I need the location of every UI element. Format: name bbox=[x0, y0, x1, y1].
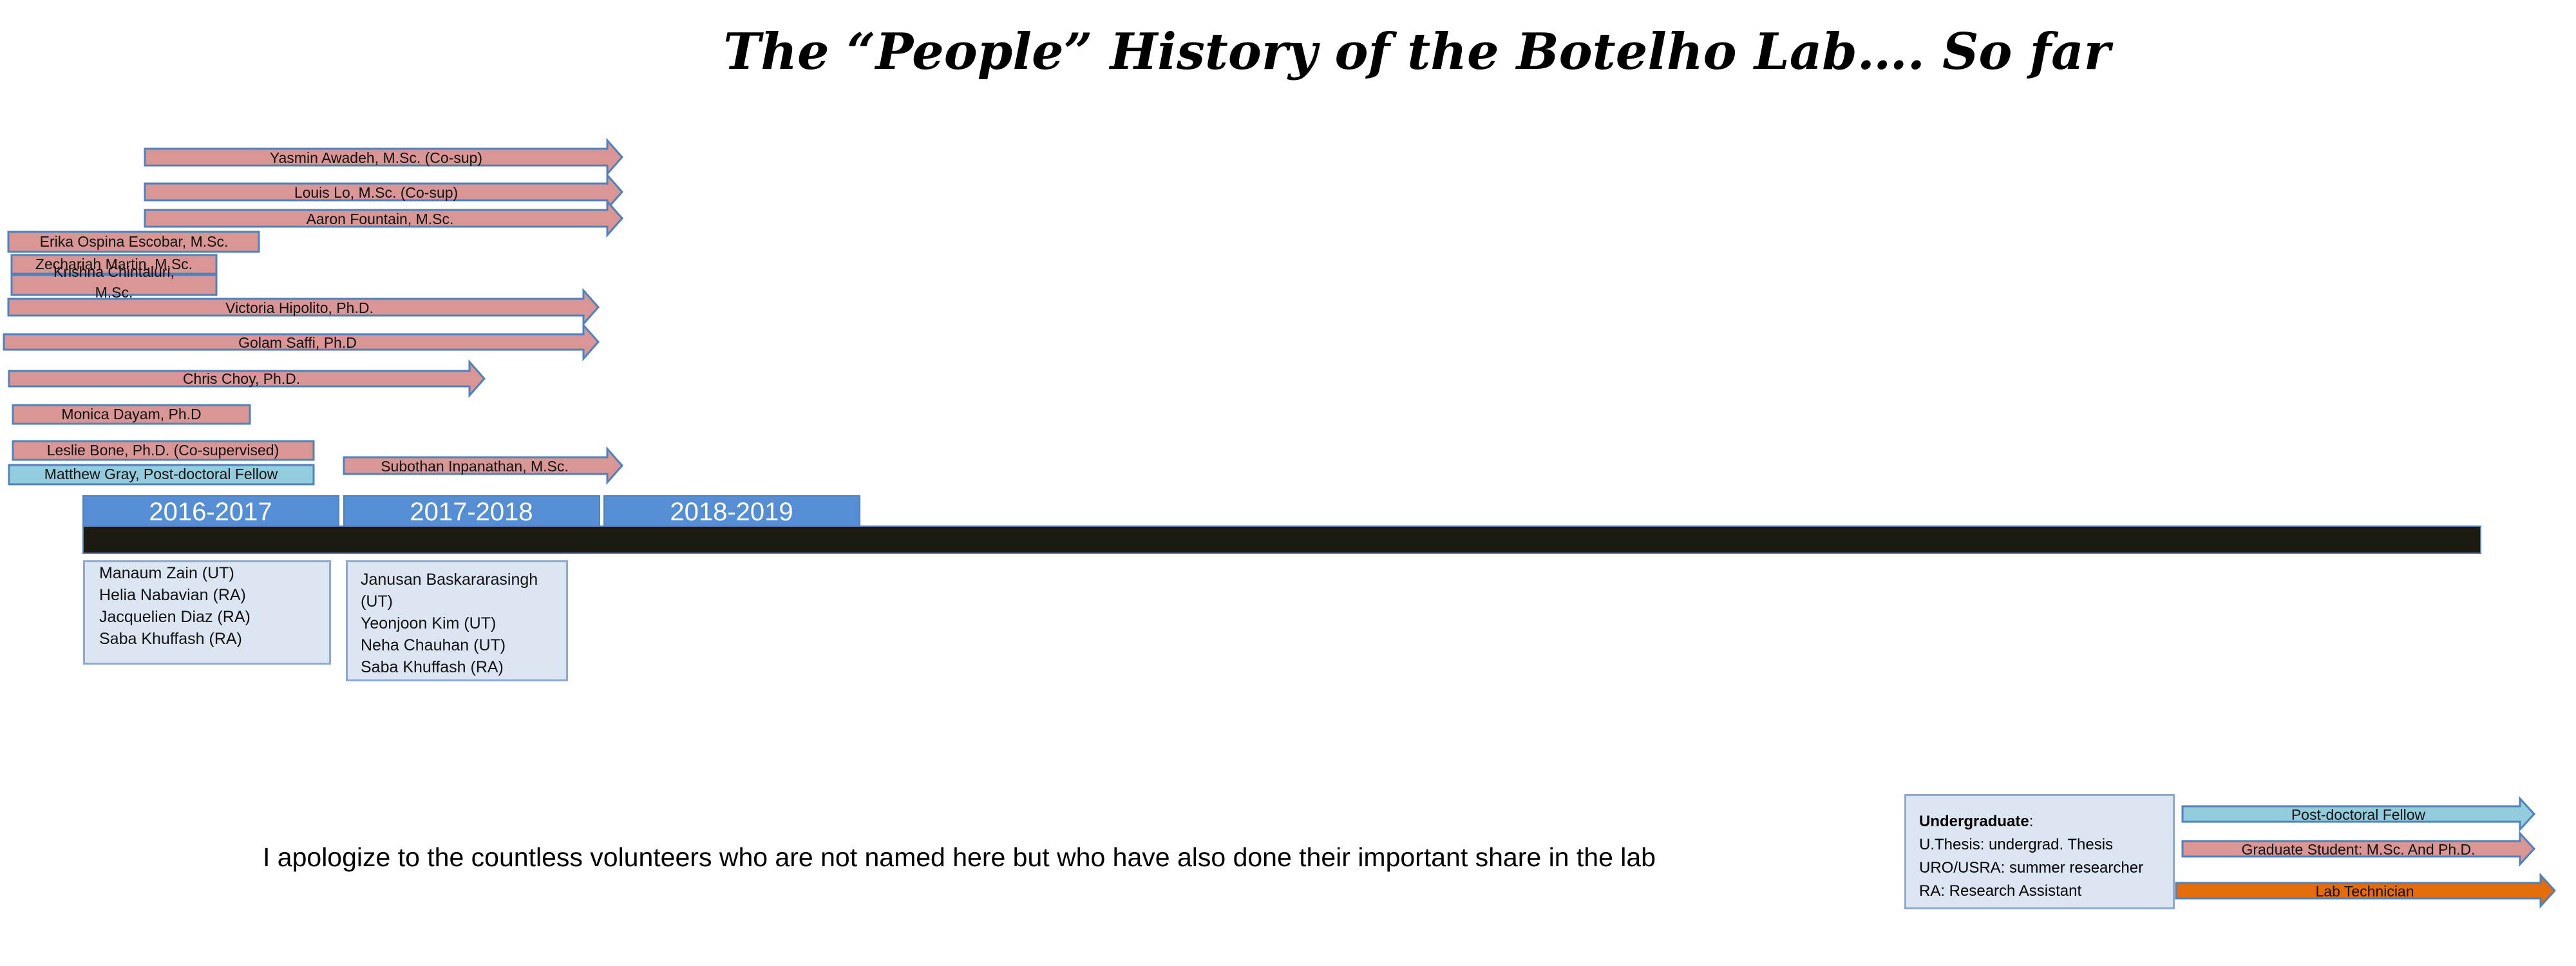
person-name: Erika Ospina Escobar, M.Sc. bbox=[40, 233, 229, 250]
person-bar-monica-dayam: Monica Dayam, Ph.D bbox=[12, 404, 251, 425]
person-bar-chris-choy: Chris Choy, Ph.D. bbox=[8, 359, 486, 398]
legend-item: U.Thesis: undergrad. Thesis bbox=[1919, 836, 2114, 853]
undergrad-box-2017-2018: Janusan Baskararasingh (UT) Yeonjoon Kim… bbox=[346, 560, 568, 681]
undergrad-entry: Helia Nabavian (RA) bbox=[99, 586, 246, 604]
person-name: Aaron Fountain, M.Sc. bbox=[307, 211, 454, 227]
person-name: Monica Dayam, Ph.D bbox=[61, 406, 201, 422]
legend-heading: Undergraduate bbox=[1919, 813, 2029, 830]
apology-note: I apologize to the countless volunteers … bbox=[263, 842, 1656, 872]
undergrad-entry: Janusan Baskararasingh bbox=[361, 571, 538, 589]
legend-item: RA: Research Assistant bbox=[1919, 882, 2082, 900]
person-bar-subothan-inpanathan: Subothan Inpanathan, M.Sc. bbox=[343, 446, 624, 485]
legend-arrow-label: Lab Technician bbox=[2315, 883, 2414, 900]
legend-arrow-label: Post-doctoral Fellow bbox=[2291, 806, 2426, 823]
person-bar-golam-saffi: Golam Saffi, Ph.D bbox=[3, 323, 600, 361]
legend-item: URO/USRA: summer researcher bbox=[1919, 859, 2144, 876]
person-name: Matthew Gray, Post-doctoral Fellow bbox=[44, 466, 278, 482]
person-name: Louis Lo, M.Sc. (Co-sup) bbox=[294, 184, 458, 201]
year-bar-2017-2018: 2017-2018 bbox=[343, 495, 600, 527]
person-bar-victoria-hipolito: Victoria Hipolito, Ph.D. bbox=[7, 288, 600, 327]
person-bar-zechariah-martin: Zechariah Martin, M.Sc. bbox=[10, 254, 218, 275]
year-label: 2017-2018 bbox=[410, 498, 533, 526]
person-name: Golam Saffi, Ph.D bbox=[238, 334, 357, 351]
person-bar-leslie-bone: Leslie Bone, Ph.D. (Co-supervised) bbox=[12, 440, 315, 461]
undergrad-entry: Yeonjoon Kim (UT) bbox=[361, 614, 497, 632]
year-bar-2018-2019: 2018-2019 bbox=[603, 495, 860, 527]
year-label: 2016-2017 bbox=[149, 498, 272, 526]
person-bar-louis-lo: Louis Lo, M.Sc. (Co-sup) bbox=[144, 173, 624, 211]
undergrad-entry: Manaum Zain (UT) bbox=[99, 564, 234, 582]
undergrad-entry: Saba Khuffash (RA) bbox=[361, 658, 504, 676]
undergrad-entry: (UT) bbox=[361, 592, 393, 611]
person-bar-aaron-fountain: Aaron Fountain, M.Sc. bbox=[144, 199, 624, 238]
legend-heading-colon: : bbox=[2029, 813, 2034, 830]
legend-arrow-label: Graduate Student: M.Sc. And Ph.D. bbox=[2241, 841, 2475, 858]
legend-arrow-graduate: Graduate Student: M.Sc. And Ph.D. bbox=[2181, 831, 2536, 867]
person-name: Yasmin Awadeh, M.Sc. (Co-sup) bbox=[270, 149, 482, 166]
undergrad-entry: Jacquelien Diaz (RA) bbox=[99, 608, 251, 626]
legend-box: Undergraduate: U.Thesis: undergrad. Thes… bbox=[1904, 794, 2175, 909]
page-title: The “People” History of the Botelho Lab…… bbox=[723, 23, 2110, 81]
person-name: Leslie Bone, Ph.D. (Co-supervised) bbox=[47, 442, 279, 459]
year-bar-2016-2017: 2016-2017 bbox=[82, 495, 339, 527]
year-label: 2018-2019 bbox=[670, 498, 793, 526]
person-name: Subothan Inpanathan, M.Sc. bbox=[381, 458, 569, 475]
legend-heading-line: Undergraduate: bbox=[1919, 810, 2173, 833]
person-name: Victoria Hipolito, Ph.D. bbox=[225, 299, 374, 316]
person-bar-matthew-gray: Matthew Gray, Post-doctoral Fellow bbox=[8, 464, 315, 486]
person-bar-yasmin-awadeh: Yasmin Awadeh, M.Sc. (Co-sup) bbox=[144, 138, 624, 176]
person-name: Zechariah Martin, M.Sc. bbox=[35, 256, 193, 272]
timeline-axis bbox=[82, 526, 2481, 554]
undergrad-box-2016-2017: Manaum Zain (UT) Helia Nabavian (RA) Jac… bbox=[83, 560, 331, 665]
legend-arrow-technician: Lab Technician bbox=[2175, 873, 2557, 909]
legend-arrow-postdoc: Post-doctoral Fellow bbox=[2181, 796, 2536, 832]
undergrad-entry: Saba Khuffash (RA) bbox=[99, 630, 242, 648]
person-bar-erika-ospina-escobar: Erika Ospina Escobar, M.Sc. bbox=[7, 231, 260, 253]
person-name: Chris Choy, Ph.D. bbox=[183, 370, 300, 387]
undergrad-entry: Neha Chauhan (UT) bbox=[361, 636, 506, 654]
